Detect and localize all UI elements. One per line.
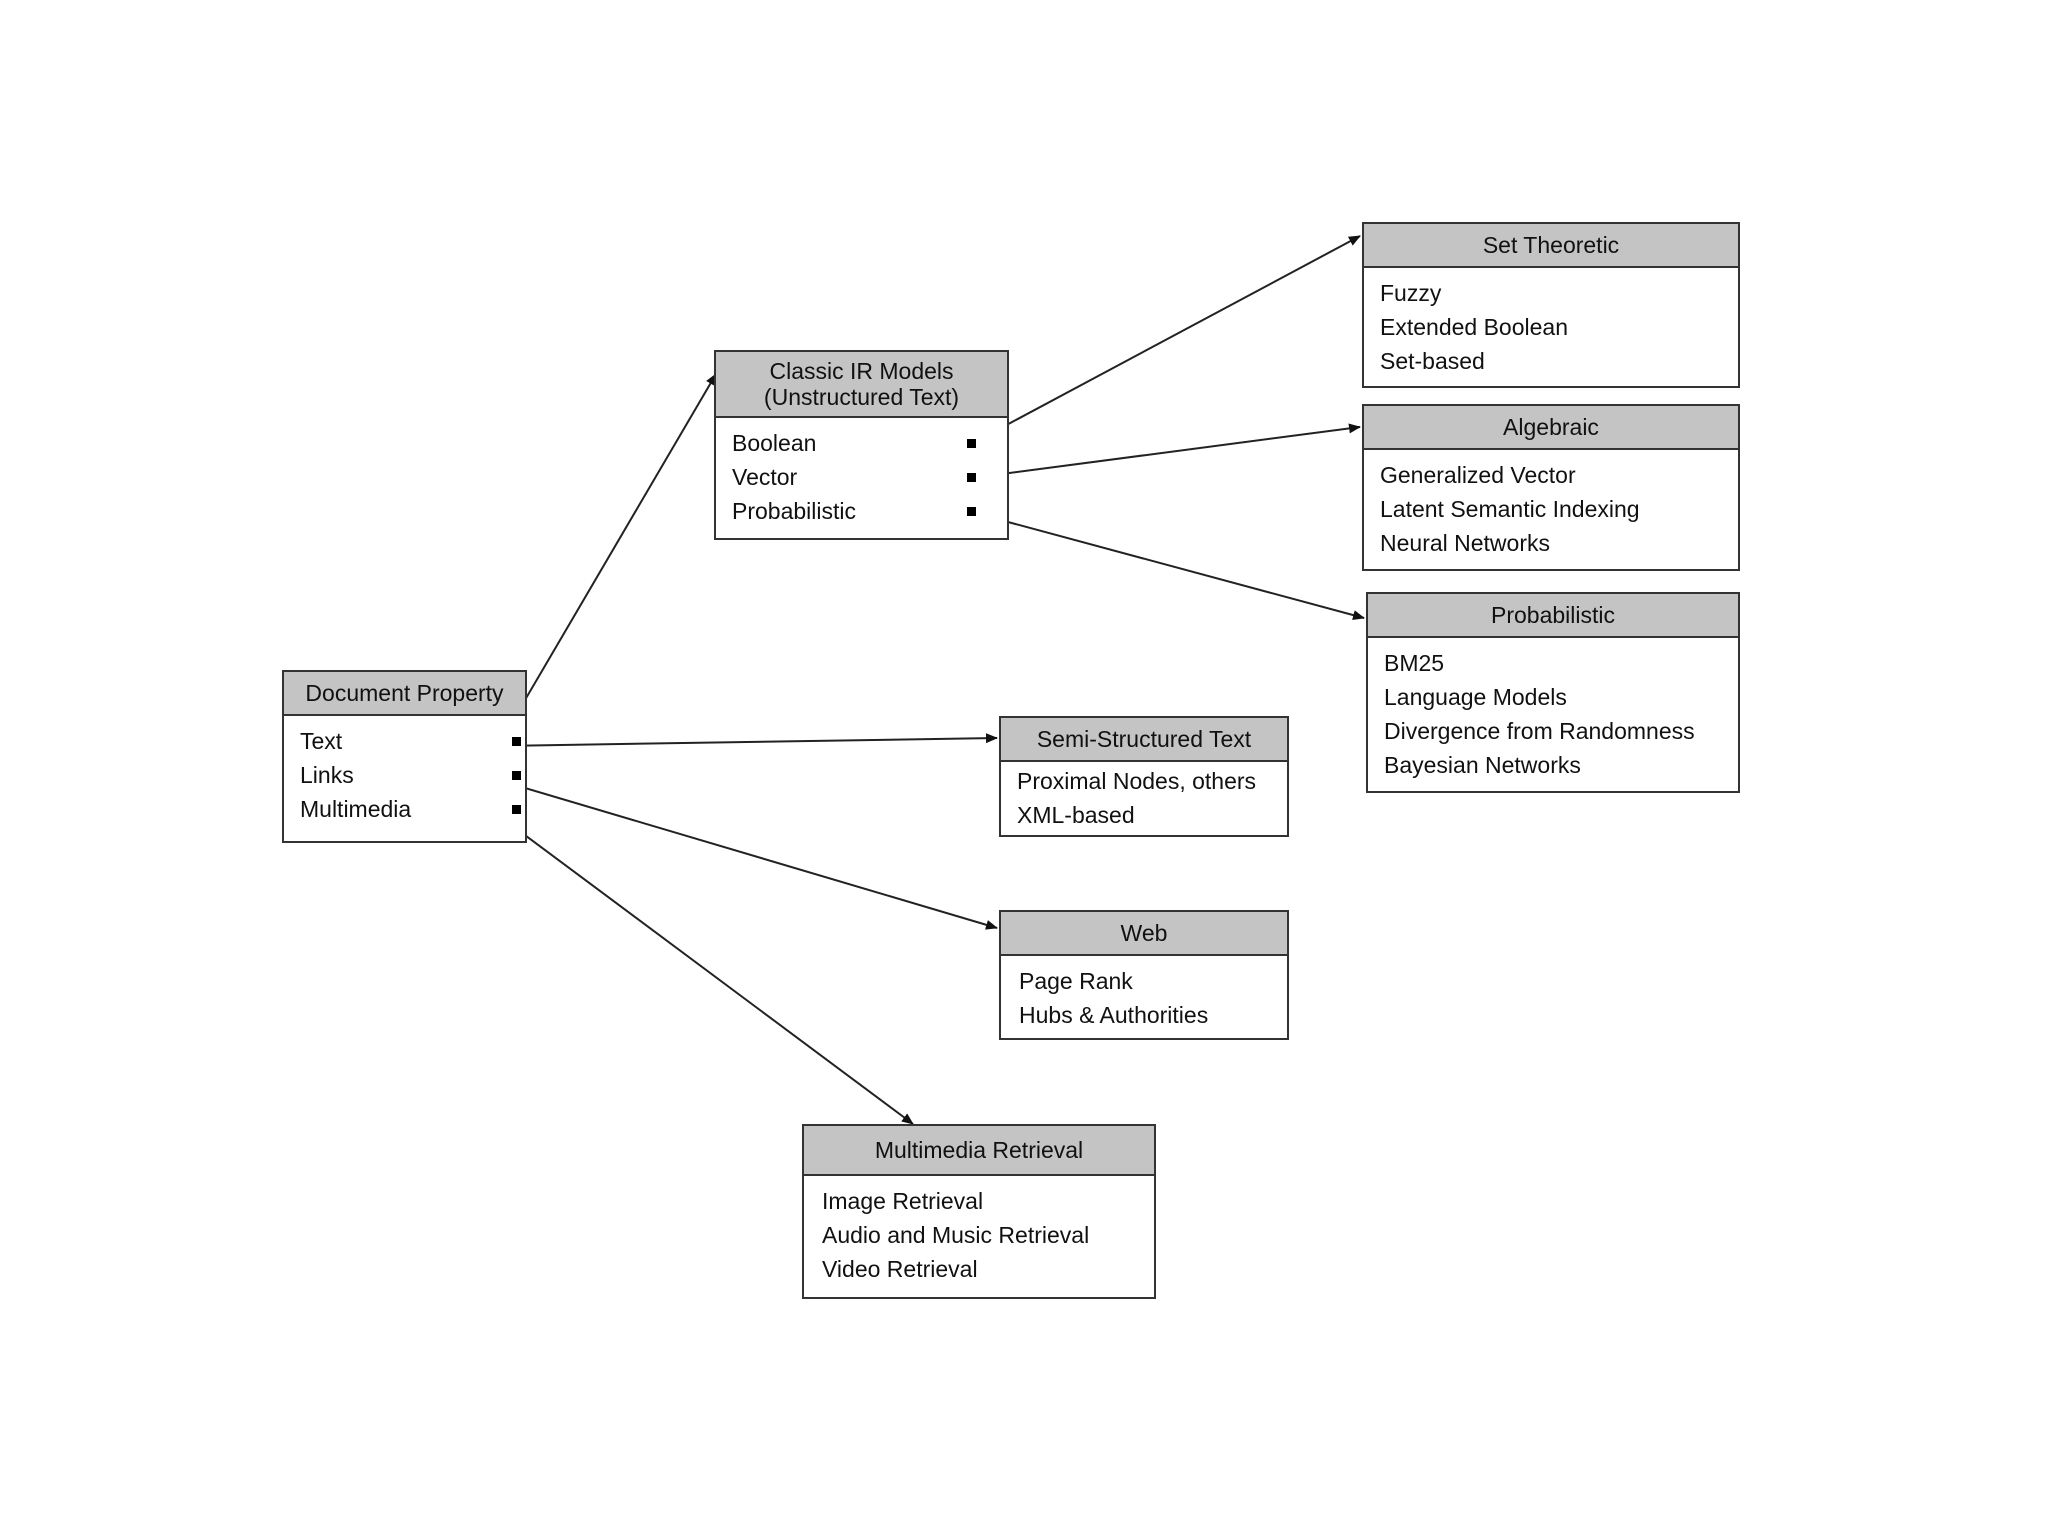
multimedia-retrieval-title: Multimedia Retrieval [804, 1126, 1154, 1176]
classic-ir-models-items: Boolean Vector Probabilistic [716, 418, 1007, 528]
semi-structured-text-box: Semi-Structured Text Proximal Nodes, oth… [999, 716, 1289, 837]
port-square-icon [967, 473, 976, 482]
multimedia-retrieval-item: Video Retrieval [822, 1256, 978, 1282]
classic-item-vector: Vector [732, 460, 991, 494]
box-title-line: Document Property [305, 680, 504, 706]
semi-structured-text-items: Proximal Nodes, others XML-based [1001, 762, 1287, 832]
probabilistic-box: Probabilistic BM25 Language Models Diver… [1366, 592, 1740, 793]
edge-multimedia-to-multimedia-retrieval [497, 814, 914, 1125]
web-title: Web [1001, 912, 1287, 956]
item-label: Links [300, 762, 354, 788]
web-items: Page Rank Hubs & Authorities [1001, 956, 1287, 1032]
probabilistic-title: Probabilistic [1368, 594, 1738, 638]
item-label: Multimedia [300, 796, 412, 822]
box-title-line: Probabilistic [1491, 602, 1615, 628]
box-title-line: Algebraic [1503, 414, 1599, 440]
document-property-item-multimedia: Multimedia [300, 792, 521, 826]
edge-text-to-semi-structured [497, 733, 998, 747]
web-box: Web Page Rank Hubs & Authorities [999, 910, 1289, 1040]
document-property-item-links: Links [300, 758, 521, 792]
box-title-line: Web [1120, 920, 1168, 946]
classic-ir-models-title: Classic IR Models (Unstructured Text) [716, 352, 1007, 418]
edge-vector-to-algebraic [970, 423, 1361, 479]
edge-boolean-to-set-theoretic [970, 235, 1361, 445]
probabilistic-item: Bayesian Networks [1384, 752, 1581, 778]
item-label: Boolean [732, 430, 817, 456]
algebraic-item: Neural Networks [1380, 530, 1550, 556]
algebraic-item: Generalized Vector [1380, 462, 1576, 488]
document-property-title: Document Property [284, 672, 525, 716]
edge-text-to-classic-ir-models [497, 373, 717, 747]
set-theoretic-title: Set Theoretic [1364, 224, 1738, 268]
probabilistic-item: BM25 [1384, 650, 1445, 676]
semi-structured-item: XML-based [1017, 802, 1135, 828]
box-title-line: Multimedia Retrieval [874, 1137, 1084, 1163]
edge-probabilistic-to-probabilistic [970, 511, 1365, 620]
probabilistic-item: Divergence from Randomness [1384, 718, 1695, 744]
algebraic-title: Algebraic [1364, 406, 1738, 450]
box-title-line: Semi-Structured Text [1036, 726, 1252, 752]
web-item: Page Rank [1019, 968, 1133, 994]
multimedia-retrieval-box: Multimedia Retrieval Image Retrieval Aud… [802, 1124, 1156, 1299]
port-square-icon [967, 439, 976, 448]
document-property-box: Document Property Text Links Multimedia [282, 670, 527, 843]
document-property-items: Text Links Multimedia [284, 716, 525, 826]
set-theoretic-item: Set-based [1380, 348, 1485, 374]
classic-item-probabilistic: Probabilistic [732, 494, 991, 528]
web-item: Hubs & Authorities [1019, 1002, 1209, 1028]
classic-item-boolean: Boolean [732, 426, 991, 460]
item-label: Probabilistic [732, 498, 856, 524]
item-label: Vector [732, 464, 798, 490]
box-title-line: (Unstructured Text) [763, 384, 960, 410]
probabilistic-items: BM25 Language Models Divergence from Ran… [1368, 638, 1738, 782]
set-theoretic-item: Fuzzy [1380, 280, 1442, 306]
algebraic-items: Generalized Vector Latent Semantic Index… [1364, 450, 1738, 560]
semi-structured-text-title: Semi-Structured Text [1001, 718, 1287, 762]
box-title-line: Classic IR Models [769, 358, 954, 384]
edge-links-to-web [497, 779, 998, 930]
probabilistic-item: Language Models [1384, 684, 1567, 710]
set-theoretic-items: Fuzzy Extended Boolean Set-based [1364, 268, 1738, 378]
multimedia-retrieval-items: Image Retrieval Audio and Music Retrieva… [804, 1176, 1154, 1286]
algebraic-item: Latent Semantic Indexing [1380, 496, 1640, 522]
classic-ir-models-box: Classic IR Models (Unstructured Text) Bo… [714, 350, 1009, 540]
set-theoretic-box: Set Theoretic Fuzzy Extended Boolean Set… [1362, 222, 1740, 388]
port-square-icon [512, 771, 521, 780]
port-square-icon [512, 737, 521, 746]
multimedia-retrieval-item: Image Retrieval [822, 1188, 984, 1214]
item-label: Text [300, 728, 343, 754]
set-theoretic-item: Extended Boolean [1380, 314, 1568, 340]
document-property-item-text: Text [300, 724, 521, 758]
semi-structured-item: Proximal Nodes, others [1017, 768, 1257, 794]
port-square-icon [512, 805, 521, 814]
multimedia-retrieval-item: Audio and Music Retrieval [822, 1222, 1090, 1248]
port-square-icon [967, 507, 976, 516]
algebraic-box: Algebraic Generalized Vector Latent Sema… [1362, 404, 1740, 571]
box-title-line: Set Theoretic [1482, 232, 1620, 258]
